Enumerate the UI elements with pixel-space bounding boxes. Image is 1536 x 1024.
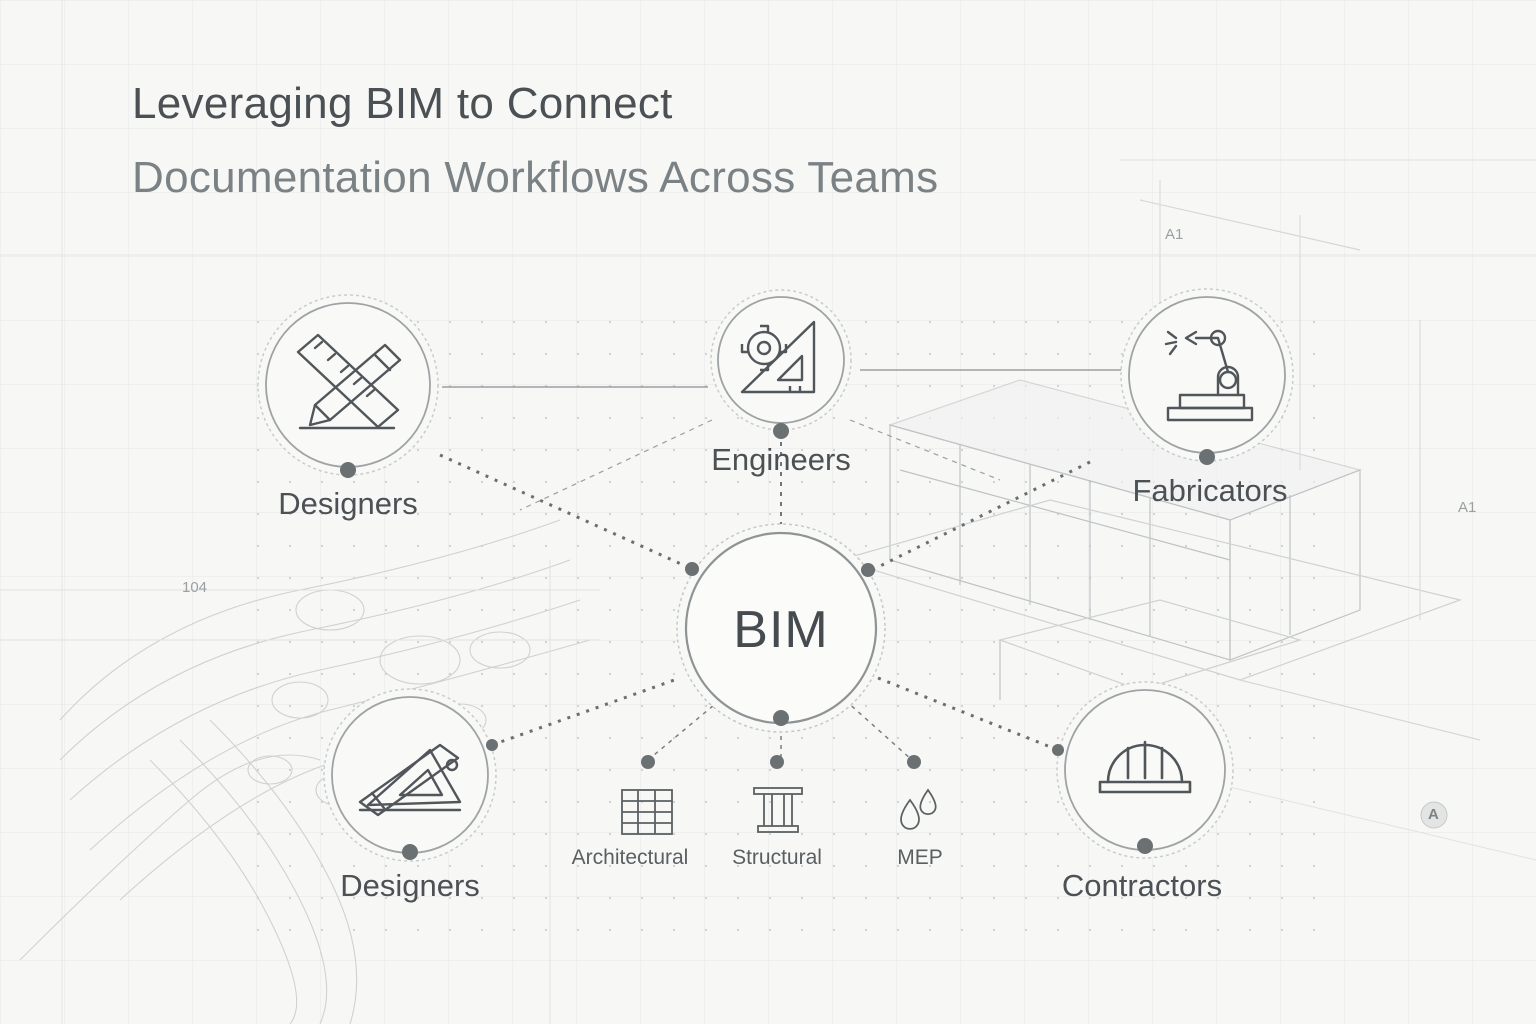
connector-contractors — [877, 676, 1059, 752]
label-fabricators: Fabricators — [1132, 473, 1288, 508]
bim-hub[interactable] — [676, 523, 886, 733]
node-anchor-dot — [1137, 838, 1153, 854]
hub-dot-right-top — [861, 563, 875, 577]
column-icon — [753, 787, 803, 833]
node-designers-bottom[interactable] — [323, 688, 498, 862]
node-anchor-dot — [1199, 449, 1215, 465]
sheet-tag-104: 104 — [182, 579, 208, 596]
label-designers-bottom: Designers — [340, 868, 480, 903]
node-anchor-dot — [773, 423, 789, 439]
node-fabricators[interactable] — [1120, 288, 1294, 465]
robotic-arm-icon — [1164, 329, 1254, 422]
label-architectural: Architectural — [571, 846, 689, 869]
discipline-structural[interactable] — [753, 755, 803, 833]
discipline-mep[interactable] — [900, 755, 937, 830]
sheet-tag-a1-top: A1 — [1165, 226, 1184, 243]
sheet-tag-a: A — [1428, 806, 1439, 823]
title-block: Leveraging BIM to Connect Documentation … — [132, 78, 938, 204]
label-designers-top: Designers — [278, 486, 418, 521]
connector-fabricators — [867, 460, 1091, 574]
ruler-pencil-icon — [296, 333, 402, 430]
node-designers-top[interactable] — [257, 294, 439, 478]
hub-dot-left-top — [685, 562, 699, 576]
node-engineers[interactable] — [710, 289, 852, 439]
label-contractors: Contractors — [1061, 868, 1223, 903]
hard-hat-icon — [1098, 740, 1192, 794]
title-line-1: Leveraging BIM to Connect — [132, 79, 673, 128]
label-engineers: Engineers — [711, 442, 851, 477]
label-mep: MEP — [897, 846, 943, 869]
label-structural: Structural — [732, 846, 822, 869]
node-contractors[interactable] — [1052, 681, 1234, 859]
pencil-set-square-icon — [358, 743, 462, 817]
discipline-architectural[interactable] — [621, 755, 673, 835]
hub-label: BIM — [733, 601, 829, 659]
gear-triangle-ruler-icon — [740, 320, 816, 394]
droplets-icon — [900, 788, 937, 830]
wall-grid-icon — [621, 789, 673, 835]
hub-dot-bottom — [773, 710, 789, 726]
sheet-marker-a — [1420, 801, 1448, 829]
sheet-tag-a1-right: A1 — [1458, 499, 1477, 516]
node-anchor-dot — [340, 462, 356, 478]
node-anchor-dot — [402, 844, 418, 860]
title-line-2: Documentation Workflows Across Teams — [132, 153, 939, 202]
